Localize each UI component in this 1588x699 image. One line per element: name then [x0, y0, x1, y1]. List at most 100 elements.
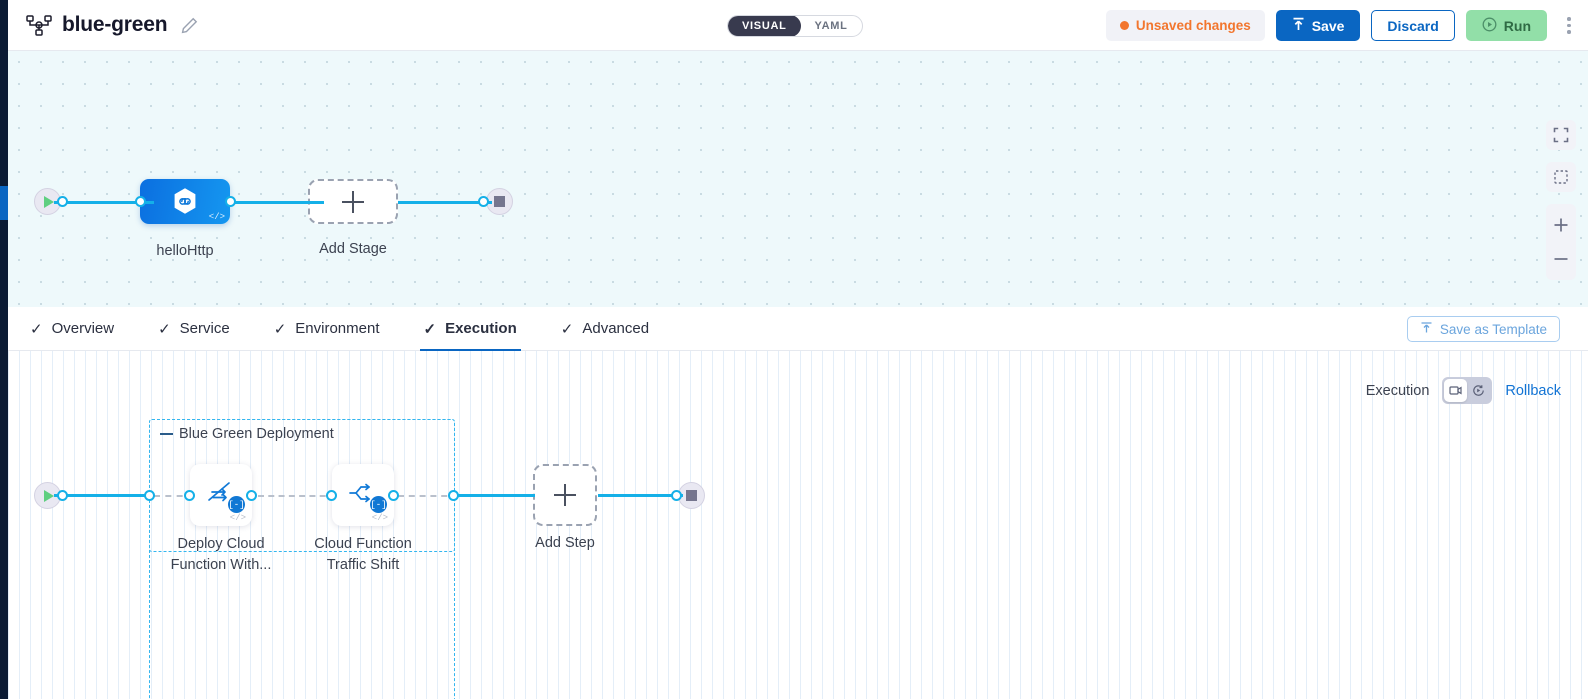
edge-step2-to-groupout [398, 495, 458, 497]
run-button[interactable]: Run [1465, 10, 1547, 41]
pipeline-icon [26, 14, 52, 36]
toggle-yaml[interactable]: YAML [814, 20, 848, 32]
port-step2-in[interactable] [326, 490, 337, 501]
check-icon: ✓ [30, 320, 43, 338]
fit-screen-icon[interactable] [1546, 120, 1576, 150]
tab-overview-label: Overview [51, 320, 115, 337]
edge-start-to-stage [54, 201, 154, 204]
toggle-visual[interactable]: VISUAL [728, 16, 801, 36]
add-step-button[interactable] [533, 464, 597, 526]
step-label-deploy-cloud-function: Deploy Cloud Function With... [170, 536, 272, 573]
app-header: blue-green VISUAL YAML Unsaved changes [8, 0, 1588, 51]
template-upload-icon [1420, 321, 1433, 337]
collapse-dash-icon[interactable] [160, 432, 173, 436]
port-end-in[interactable] [478, 196, 489, 207]
check-icon: ✓ [158, 320, 171, 338]
zoom-out-icon[interactable] [1546, 242, 1576, 276]
save-button[interactable]: Save [1275, 10, 1361, 41]
port-step2-out[interactable] [388, 490, 399, 501]
config-tabs: ✓ Overview ✓ Service ✓ Environment ✓ Exe… [8, 307, 1588, 352]
select-area-icon[interactable] [1546, 162, 1576, 192]
visual-yaml-toggle[interactable]: VISUAL YAML [727, 15, 863, 37]
edge-stage-to-addstage [230, 201, 324, 204]
code-marker-icon: </> [229, 513, 246, 523]
tab-overview[interactable]: ✓ Overview [8, 307, 136, 351]
hexagon-link-icon [172, 187, 198, 216]
zoom-control-stack [1546, 204, 1576, 280]
port-exec-end-in[interactable] [671, 490, 682, 501]
port-start-out[interactable] [57, 196, 68, 207]
port-group-out[interactable] [448, 490, 459, 501]
zoom-in-icon[interactable] [1546, 208, 1576, 242]
stage-label-hellohttp: helloHttp [156, 243, 214, 259]
plus-icon [342, 190, 364, 213]
header-actions: Unsaved changes Save Discard Ru [1105, 10, 1580, 41]
upload-arrow-icon [1292, 17, 1305, 34]
step-node-deploy-cloud-function[interactable]: [-] </> [190, 464, 252, 526]
page-title: blue-green [62, 13, 168, 36]
step-badge-icon: [-] [228, 496, 245, 513]
check-icon: ✓ [273, 320, 287, 338]
canvas-controls [1546, 120, 1576, 280]
edge-addstep-to-end [598, 494, 683, 497]
stage-canvas[interactable]: </> helloHttp Add Stage [8, 51, 1588, 307]
execution-flow-icon[interactable] [1444, 379, 1468, 402]
edge-group-to-addstep [458, 494, 535, 497]
port-stage-out[interactable] [225, 196, 236, 207]
save-label: Save [1311, 17, 1345, 34]
port-step1-in[interactable] [184, 490, 195, 501]
tab-environment[interactable]: ✓ Environment [252, 307, 402, 351]
tab-execution-label: Execution [445, 320, 517, 337]
check-icon: ✓ [423, 320, 437, 338]
edge-group-to-step1 [154, 495, 194, 497]
play-triangle-icon [44, 489, 54, 502]
left-nav-rail [0, 0, 8, 699]
port-group-in[interactable] [144, 490, 155, 501]
tab-advanced[interactable]: ✓ Advanced [539, 307, 671, 351]
unsaved-label: Unsaved changes [1135, 18, 1251, 33]
stage-group-title: Blue Green Deployment [160, 426, 334, 442]
stage-node-hellohttp[interactable]: </> [140, 179, 230, 224]
stage-group-title-label: Blue Green Deployment [179, 426, 334, 442]
plus-icon [554, 484, 576, 506]
edge-step1-to-step2 [258, 495, 336, 497]
tab-environment-label: Environment [295, 320, 380, 337]
stop-square-icon [494, 196, 505, 207]
port-step1-out[interactable] [246, 490, 257, 501]
rollback-flow-icon[interactable] [1467, 379, 1490, 402]
code-marker-icon: </> [208, 212, 225, 222]
discard-button[interactable]: Discard [1371, 10, 1455, 41]
execution-canvas[interactable]: Execution Rollback [8, 351, 1588, 699]
play-triangle-icon [44, 195, 54, 208]
play-circle-icon [1482, 17, 1497, 35]
tab-execution[interactable]: ✓ Execution [402, 307, 539, 352]
header-left-group: blue-green [8, 13, 198, 37]
step-badge-icon: [-] [370, 496, 387, 513]
rollback-link[interactable]: Rollback [1505, 382, 1561, 399]
status-badge-unsaved: Unsaved changes [1105, 10, 1265, 41]
add-stage-label: Add Stage [319, 241, 387, 257]
unsaved-dot-icon [1119, 21, 1129, 30]
tab-service-label: Service [179, 320, 230, 337]
check-icon: ✓ [560, 320, 574, 338]
step-node-traffic-shift[interactable]: [-] </> [332, 464, 394, 526]
execution-rollback-toggle[interactable] [1442, 377, 1493, 404]
tab-service[interactable]: ✓ Service [136, 307, 252, 351]
code-marker-icon: </> [371, 513, 388, 523]
execution-label: Execution [1365, 382, 1430, 399]
edge-addstage-to-end [398, 201, 492, 204]
port-stage-in[interactable] [135, 196, 146, 207]
pencil-icon[interactable] [181, 17, 198, 34]
run-label: Run [1503, 17, 1531, 34]
port-exec-start-out[interactable] [57, 490, 68, 501]
traffic-shift-icon [347, 479, 379, 512]
left-rail-active-indicator [0, 186, 8, 220]
stop-square-icon [686, 490, 697, 501]
kebab-menu-icon[interactable] [1558, 10, 1580, 41]
deploy-cloud-function-icon [205, 478, 237, 513]
save-as-template-button[interactable]: Save as Template [1406, 316, 1560, 342]
add-step-label: Add Step [535, 535, 595, 551]
execution-mode-controls: Execution Rollback [1366, 377, 1561, 404]
edge-start-to-group [54, 494, 154, 497]
save-as-template-label: Save as Template [1439, 321, 1547, 337]
